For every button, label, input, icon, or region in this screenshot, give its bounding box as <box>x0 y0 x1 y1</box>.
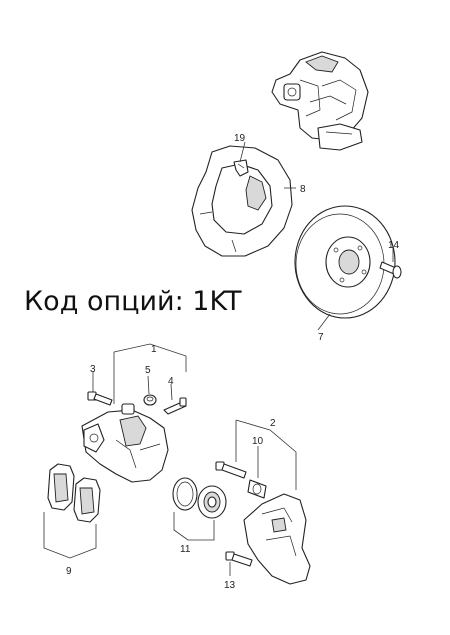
wheel-bearing <box>197 485 227 519</box>
callout-13: 13 <box>224 580 236 591</box>
callout-4: 4 <box>168 376 174 387</box>
callout-19: 19 <box>234 133 246 144</box>
callout-14: 14 <box>388 240 400 251</box>
leader-lines <box>43 141 394 576</box>
callout-1: 1 <box>151 344 157 355</box>
carrier-mount-bolt <box>225 551 253 567</box>
upper-caliper-assembly <box>271 51 369 151</box>
callout-9: 9 <box>66 566 72 577</box>
carrier-bolt <box>215 461 247 479</box>
disc-screw <box>379 261 402 279</box>
brake-pads <box>47 463 101 523</box>
callout-3: 3 <box>90 364 96 375</box>
guide-bolt <box>87 391 113 406</box>
callout-10: 10 <box>252 436 264 447</box>
callout-8: 8 <box>300 184 306 195</box>
brake-disc <box>294 205 396 319</box>
brake-caliper <box>81 403 169 483</box>
option-code-caption: Код опций: 1KT <box>24 286 242 317</box>
callout-numbers: 19 8 14 7 1 3 5 4 2 10 11 9 13 <box>66 133 400 591</box>
dust-cap <box>143 394 157 406</box>
callout-2: 2 <box>270 418 276 429</box>
callout-5: 5 <box>145 365 151 376</box>
seal-ring <box>172 477 198 511</box>
retaining-clip <box>233 159 249 177</box>
callout-11: 11 <box>180 544 191 555</box>
splash-shield <box>191 145 293 257</box>
callout-7: 7 <box>318 332 324 343</box>
guide-bushing <box>247 479 267 499</box>
caliper-carrier <box>243 493 311 585</box>
bleeder-screw <box>163 397 187 415</box>
